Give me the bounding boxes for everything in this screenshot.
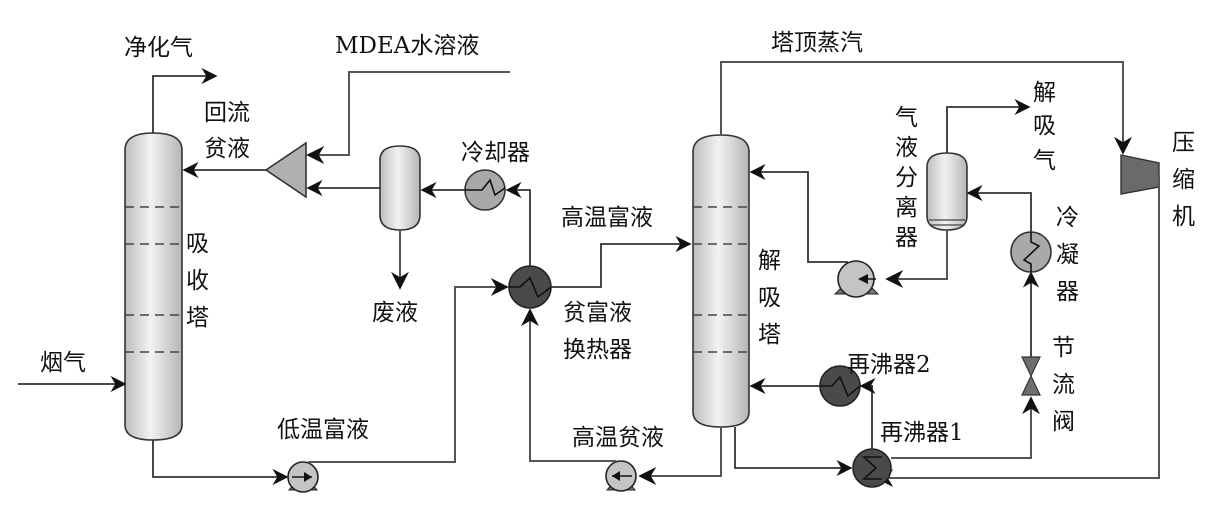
separator-liquid-line xyxy=(885,230,948,288)
reboiler1-to-valve-line xyxy=(891,396,1040,459)
label-separator-5: 器 xyxy=(895,225,918,251)
high-temp-lean-line-1 xyxy=(638,427,722,485)
label-desorbed-gas-3: 气 xyxy=(1033,148,1056,174)
high-temp-rich-line xyxy=(551,235,692,288)
label-absorber-2: 收 xyxy=(186,268,209,294)
label-compressor-1: 压 xyxy=(1172,130,1195,156)
label-compressor-2: 缩 xyxy=(1172,167,1195,193)
purified-gas-line xyxy=(152,67,218,133)
label-separator-2: 液 xyxy=(895,135,918,161)
label-hx-1: 贫富液 xyxy=(563,300,632,326)
label-condenser-2: 凝 xyxy=(1056,242,1079,268)
label-separator-4: 离 xyxy=(895,195,918,221)
reflux-pump-icon xyxy=(833,260,880,298)
label-valve-3: 阀 xyxy=(1052,409,1075,435)
label-separator-1: 气 xyxy=(895,105,918,131)
lean-pump-icon xyxy=(605,460,637,492)
label-stripper-3: 塔 xyxy=(758,322,781,348)
cooler-icon xyxy=(464,169,506,211)
reboiler1-to-reboiler2-line xyxy=(859,377,876,449)
mixer-icon xyxy=(264,141,307,199)
reboiler1-icon xyxy=(852,448,892,488)
stripper-column xyxy=(692,134,750,428)
label-absorber-1: 吸 xyxy=(186,231,209,257)
label-valve-2: 流 xyxy=(1052,372,1075,398)
low-temp-rich-line-2 xyxy=(308,278,509,463)
label-condenser-3: 器 xyxy=(1056,279,1079,305)
rich-pump-icon xyxy=(287,461,319,493)
label-reboiler1: 再沸器1 xyxy=(880,420,964,446)
label-reboiler2: 再沸器2 xyxy=(847,352,931,378)
reflux-to-stripper-line xyxy=(749,163,848,263)
label-separator-3: 分 xyxy=(895,165,918,191)
stripper-to-reboiler1-line xyxy=(734,427,853,477)
top-vapor-line xyxy=(720,61,1132,155)
compressor-outlet-line xyxy=(875,175,1160,487)
condenser-to-separator-line xyxy=(966,184,1032,232)
wash-vessel xyxy=(379,145,421,231)
label-mdea-solution: MDEA水溶液 xyxy=(335,33,479,59)
desorbed-gas-line xyxy=(946,98,1031,153)
label-reflux-lean-2: 贫液 xyxy=(204,136,250,162)
label-compressor-3: 机 xyxy=(1172,204,1195,230)
hx-to-cooler-line xyxy=(505,181,531,266)
mdea-feed-line xyxy=(306,71,510,164)
label-absorber-3: 塔 xyxy=(186,305,209,331)
compressor-icon xyxy=(1120,154,1160,195)
high-temp-lean-line-2 xyxy=(521,308,616,462)
label-reflux-lean-1: 回流 xyxy=(204,100,250,126)
label-condenser-1: 冷 xyxy=(1056,205,1079,231)
condenser-icon xyxy=(1010,231,1052,273)
label-desorbed-gas-2: 吸 xyxy=(1033,113,1056,139)
label-high-temp-lean: 高温贫液 xyxy=(572,425,664,451)
absorber-column xyxy=(124,132,183,441)
label-desorbed-gas-1: 解 xyxy=(1033,80,1056,106)
label-stripper-1: 解 xyxy=(758,248,781,274)
label-valve-1: 节 xyxy=(1052,335,1075,361)
label-hx-2: 换热器 xyxy=(563,337,632,363)
lean-rich-heat-exchanger-icon xyxy=(508,265,552,309)
throttle-valve-icon xyxy=(1021,356,1041,396)
label-stripper-2: 吸 xyxy=(758,285,781,311)
label-low-temp-rich: 低温富液 xyxy=(277,417,369,443)
label-top-vapor: 塔顶蒸汽 xyxy=(771,30,863,56)
label-waste-liquid: 废液 xyxy=(372,300,418,326)
label-high-temp-rich: 高温富液 xyxy=(561,205,653,231)
low-temp-rich-line-1 xyxy=(152,440,289,486)
label-cooler: 冷却器 xyxy=(461,140,530,166)
label-flue-gas: 烟气 xyxy=(40,350,86,376)
gas-liquid-separator xyxy=(926,152,968,231)
label-purified-gas: 净化气 xyxy=(124,35,193,61)
